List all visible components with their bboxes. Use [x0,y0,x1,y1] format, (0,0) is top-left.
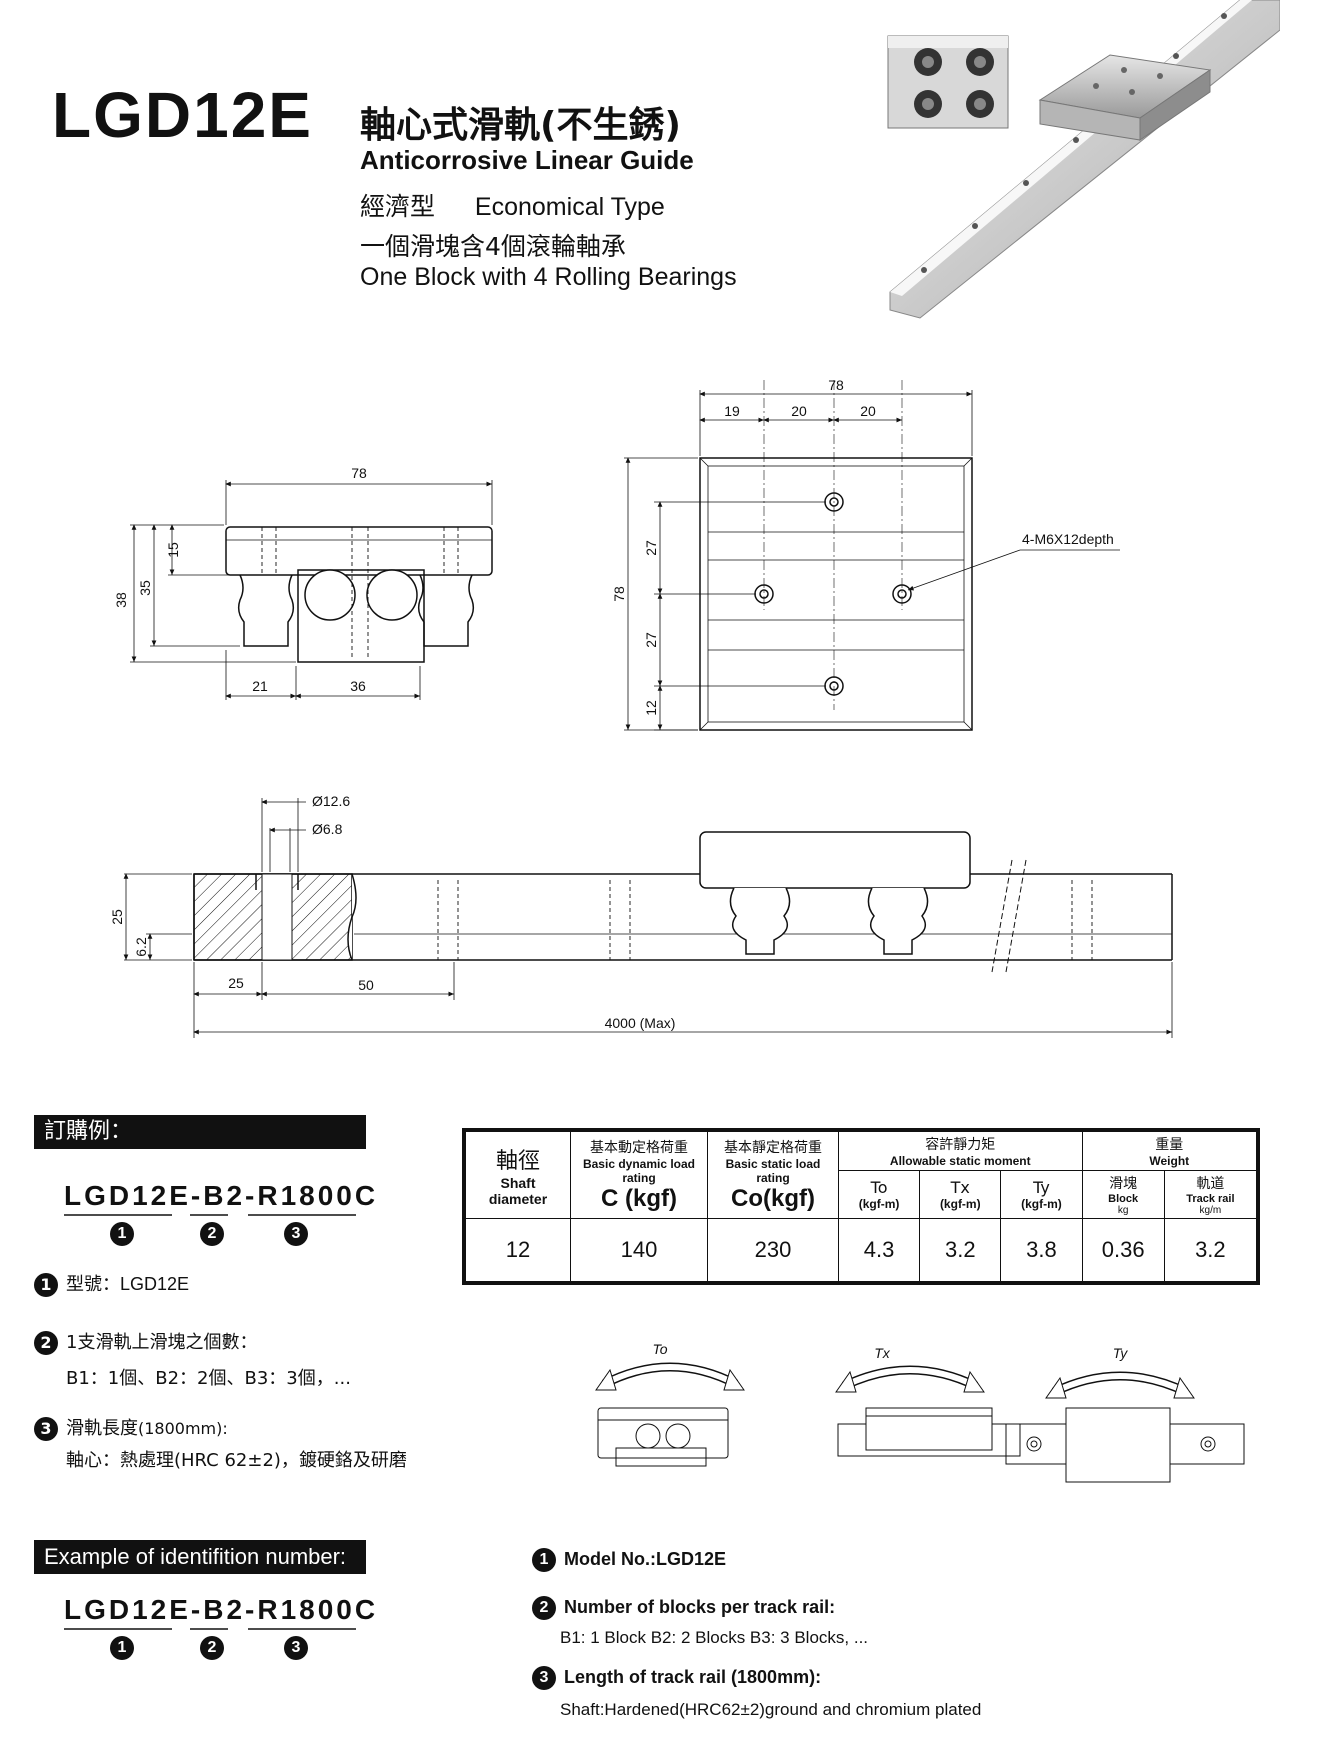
order-zh-item2-value: B1：1個、B2：2個、B3：3個，... [66,1368,351,1389]
th-shaft: 軸徑 Shaft diameter [463,1129,571,1219]
moment-diagrams: To Tx Ty [595,1341,1245,1483]
fv-d36: 36 [350,678,366,694]
sv-d25: 25 [228,975,244,991]
order-zh-mark-1: 1 [110,1222,134,1246]
type-line: 經濟型 Economical Type [360,187,665,223]
side-view: Ø12.6 Ø6.8 25 6.2 25 50 4000 (Max) [109,793,1173,1038]
fv-h38: 38 [113,592,129,608]
order-en-underlines [64,1628,356,1630]
order-zh-bar: 訂購例： [34,1115,366,1149]
cell-to: 4.3 [837,1218,921,1284]
title-zh: 軸心式滑軌(不生銹) [360,105,681,146]
sv-length: 4000 (Max) [605,1015,676,1031]
th-ty: Ty(kgf-m) [1000,1170,1083,1219]
tx-label: Tx [874,1345,891,1361]
tv-hole-note: 4-M6X12depth [1022,531,1114,547]
tv-d27b: 27 [643,632,659,648]
th-dynamic: 基本動定格荷重 Basic dynamic load rating C (kgf… [570,1129,708,1219]
cell-shaft: 12 [463,1218,571,1284]
bearing-zh: 一個滑塊含4個滾輪軸承 [360,232,626,261]
th-weight: 重量 Weight [1081,1129,1259,1171]
order-zh-mark-2: 2 [200,1222,224,1246]
ty-label: Ty [1113,1345,1129,1361]
tv-d20a: 20 [791,403,807,419]
product-photo [887,0,1280,319]
top-view: 78 19 20 20 78 27 27 12 4-M6X12depth [611,377,1120,731]
tv-width: 78 [828,377,844,393]
order-zh-part-no: LGD12E-B2-R1800C [64,1180,379,1211]
type-zh: 經濟型 [360,192,436,221]
order-zh-item3-value: 軸心：熱處理(HRC 62±2)，鍍硬鉻及研磨 [66,1450,407,1471]
th-tx: Tx(kgf-m) [919,1170,1002,1219]
sv-h25: 25 [109,909,125,925]
cell-ty: 3.8 [1000,1218,1083,1284]
order-en-item3-value: Shaft:Hardened(HRC62±2)ground and chromi… [560,1700,982,1719]
order-en-bar: Example of identifition number: [34,1540,366,1574]
to-diagram: To [595,1341,745,1467]
order-zh-underlines [64,1214,356,1216]
cell-c: 140 [570,1218,708,1284]
fv-d21: 21 [252,678,268,694]
order-en-mark-2: 2 [200,1636,224,1660]
fv-h15: 15 [165,542,181,558]
front-view: 78 38 35 15 21 36 [113,465,493,700]
type-en: Economical Type [474,193,665,221]
title-en: Anticorrosive Linear Guide [360,145,694,175]
sv-dia1: Ø12.6 [312,793,350,809]
order-en-mark-1: 1 [110,1636,134,1660]
fv-width: 78 [351,465,367,481]
model-title: LGD12E [52,79,313,151]
tv-d27a: 27 [643,540,659,556]
tv-height: 78 [611,586,627,602]
fv-h35: 35 [137,580,153,596]
cell-tx: 3.2 [919,1218,1002,1284]
th-moment: 容許靜力矩 Allowable static moment [838,1129,1083,1171]
sv-h62: 6.2 [133,937,149,957]
tv-d19: 19 [724,403,740,419]
cell-block: 0.36 [1081,1218,1165,1284]
cell-rail: 3.2 [1163,1218,1259,1284]
order-en-mark-3: 3 [284,1636,308,1660]
order-zh-mark-3: 3 [284,1222,308,1246]
ty-diagram: Ty [1005,1345,1245,1483]
cell-co: 230 [707,1218,839,1284]
tx-diagram: Tx [835,1345,1021,1457]
tv-d20b: 20 [860,403,876,419]
spec-table: 軸徑 Shaft diameter 基本動定格荷重 Basic dynamic … [462,1128,1260,1285]
table-row: 12 140 230 4.3 3.2 3.8 0.36 3.2 [463,1218,1259,1284]
th-to: To(kgf-m) [837,1170,921,1219]
order-en-part-no: LGD12E-B2-R1800C [64,1594,379,1625]
sv-dia2: Ø6.8 [312,821,343,837]
sv-d50: 50 [358,977,374,993]
order-en-item2-value: B1: 1 Block B2: 2 Blocks B3: 3 Blocks, .… [560,1628,869,1647]
tv-d12: 12 [643,700,659,716]
technical-drawings: 78 38 35 15 21 36 [109,377,1173,1038]
bearing-en: One Block with 4 Rolling Bearings [360,263,737,291]
to-label: To [652,1341,667,1357]
th-static: 基本靜定格荷重 Basic static load rating Co(kgf) [707,1129,839,1219]
